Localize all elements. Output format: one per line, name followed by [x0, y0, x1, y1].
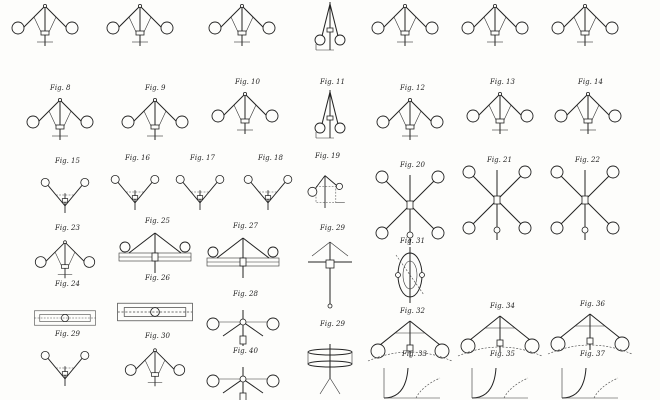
figure-f10 [211, 91, 279, 134]
figure-f26 [117, 302, 193, 322]
figure-label-f35: Fig. 35 [489, 350, 515, 358]
figure-label-f33: Fig. 33 [401, 350, 427, 358]
figure-f37 [561, 367, 619, 399]
figure-f6 [461, 3, 529, 46]
figure-f27 [206, 237, 280, 278]
figure-label-f29b: Fig. 29 [319, 320, 345, 328]
figure-f20 [375, 170, 445, 245]
figure-f9 [121, 97, 189, 140]
figure-f5 [371, 3, 439, 46]
figure-label-f30: Fig. 30 [144, 332, 170, 340]
figure-f2 [106, 3, 174, 46]
figure-f21 [462, 165, 532, 240]
figure-f8 [26, 97, 94, 140]
figure-label-f10: Fig. 10 [234, 78, 260, 86]
figure-f40 [206, 367, 280, 400]
figure-f31 [395, 247, 425, 303]
figure-label-f17: Fig. 17 [189, 154, 215, 162]
figure-label-f14: Fig. 14 [577, 78, 603, 86]
figure-f3 [208, 3, 276, 46]
figure-f12 [376, 97, 444, 140]
figure-f30 [124, 348, 186, 387]
figure-label-f20: Fig. 20 [399, 161, 425, 169]
figure-label-f8: Fig. 8 [49, 84, 71, 92]
figure-f28 [206, 310, 280, 346]
figure-label-f27: Fig. 27 [232, 222, 258, 230]
figure-label-f34: Fig. 34 [489, 302, 515, 310]
figure-f32 [367, 320, 453, 362]
figure-label-f12: Fig. 12 [399, 84, 425, 92]
figure-f13 [466, 91, 534, 134]
figure-f36 [547, 313, 633, 355]
figure-f4 [314, 2, 346, 51]
figure-label-f21: Fig. 21 [486, 156, 512, 164]
figure-label-f26: Fig. 26 [144, 274, 170, 282]
figure-label-f29c: Fig. 29 [54, 330, 80, 338]
figure-f22 [550, 165, 620, 240]
figure-f25 [118, 232, 192, 273]
figure-f29 [308, 241, 352, 309]
figure-f33 [383, 367, 441, 399]
figure-f18 [243, 174, 293, 211]
figure-label-f37: Fig. 37 [579, 350, 605, 358]
figure-f24 [34, 310, 96, 326]
figure-label-f9: Fig. 9 [144, 84, 166, 92]
figure-f16 [110, 174, 160, 211]
figure-f15 [40, 177, 90, 214]
figure-f19 [307, 175, 345, 209]
figure-f1 [11, 3, 79, 46]
figure-label-f11: Fig. 11 [319, 78, 345, 86]
figure-f14 [554, 91, 622, 134]
figure-label-f31: Fig. 31 [399, 237, 425, 245]
figure-label-f19: Fig. 19 [314, 152, 340, 160]
figure-f11 [314, 90, 346, 139]
figure-f7 [551, 3, 619, 46]
figure-label-f24: Fig. 24 [54, 280, 80, 288]
figure-label-f29: Fig. 29 [319, 224, 345, 232]
figure-f17 [175, 174, 225, 211]
figure-f35 [471, 367, 529, 399]
figure-f29c [40, 350, 90, 387]
figure-label-f23: Fig. 23 [54, 224, 80, 232]
figure-label-f40: Fig. 40 [232, 347, 258, 355]
figure-label-f15: Fig. 15 [54, 157, 80, 165]
figure-label-f22: Fig. 22 [574, 156, 600, 164]
figure-label-f25: Fig. 25 [144, 217, 170, 225]
figure-f23 [34, 240, 96, 279]
figure-label-f36: Fig. 36 [579, 300, 605, 308]
figure-f29b [307, 344, 353, 395]
figure-label-f18: Fig. 18 [257, 154, 283, 162]
figure-label-f16: Fig. 16 [124, 154, 150, 162]
figure-label-f32: Fig. 32 [399, 307, 425, 315]
figure-f34 [457, 315, 543, 357]
figure-label-f13: Fig. 13 [489, 78, 515, 86]
figure-label-f28: Fig. 28 [232, 290, 258, 298]
